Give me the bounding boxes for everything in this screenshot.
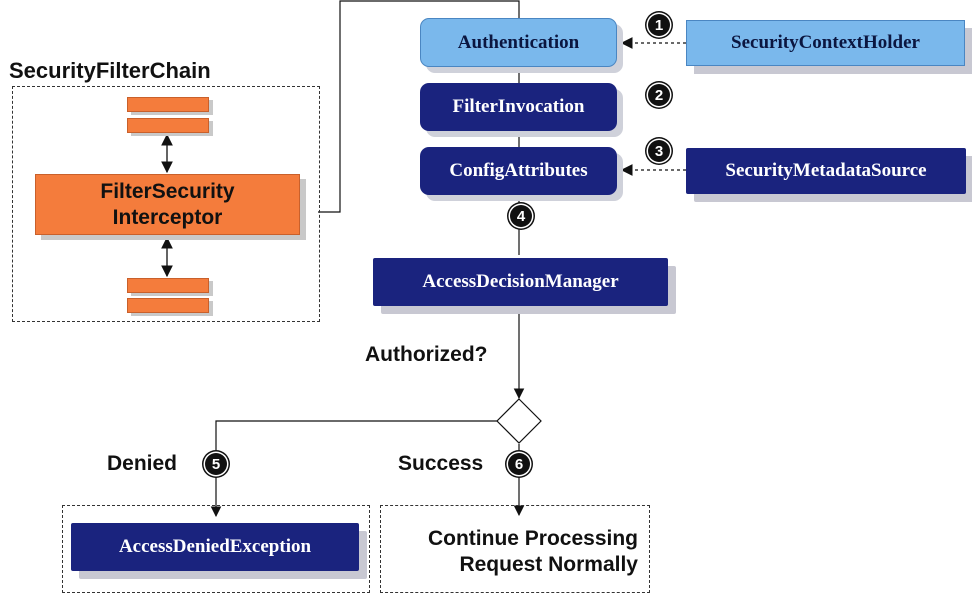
step-badge-3: 3: [648, 140, 670, 162]
access-denied-exception-node: AccessDeniedException: [71, 523, 359, 571]
denied-branch-line: [210, 420, 497, 518]
security-metadata-source-node: SecurityMetadataSource: [686, 148, 966, 194]
filter-bar-bottom-2: [127, 298, 209, 313]
security-filter-chain-title: SecurityFilterChain: [9, 58, 211, 83]
authentication-node: Authentication: [420, 18, 617, 67]
step-badge-5: 5: [205, 453, 227, 475]
continue-processing-label: Continue Processing Request Normally: [427, 527, 638, 577]
filter-security-interceptor-box: FilterSecurity Interceptor: [35, 174, 300, 235]
success-label: Success: [398, 452, 484, 475]
security-filter-chain-container: [12, 86, 320, 322]
step-badge-6: 6: [508, 453, 530, 475]
filter-bar-top-2: [127, 118, 209, 133]
denied-label: Denied: [107, 452, 178, 475]
step-badge-1: 1: [648, 14, 670, 36]
config-attributes-node: ConfigAttributes: [420, 147, 617, 195]
filter-invocation-node: FilterInvocation: [420, 83, 617, 131]
access-decision-manager-node: AccessDecisionManager: [373, 258, 668, 306]
filter-bar-bottom-1: [127, 278, 209, 293]
authorization-decision-diamond: [496, 398, 542, 444]
security-context-holder-node: SecurityContextHolder: [686, 20, 965, 66]
step-badge-2: 2: [648, 84, 670, 106]
filter-bar-top-1: [127, 97, 209, 112]
authorized-question-label: Authorized?: [365, 343, 488, 366]
step-badge-4: 4: [510, 205, 532, 227]
